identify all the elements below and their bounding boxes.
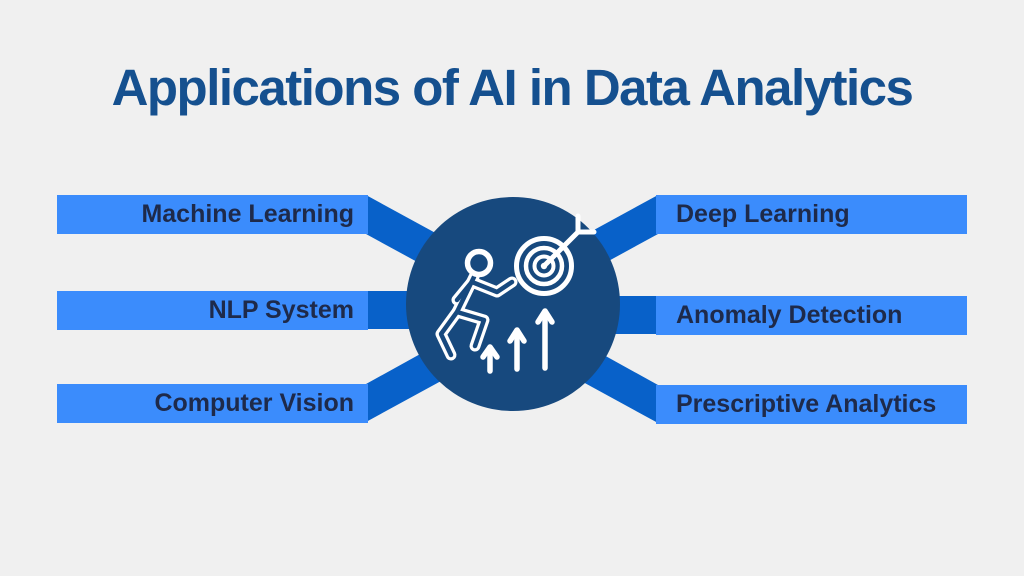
target-icon <box>514 213 597 296</box>
runner-icon <box>435 248 518 361</box>
center-circle <box>406 197 620 411</box>
bar-label: Deep Learning <box>676 200 850 228</box>
bar-machine-learning: Machine Learning <box>57 195 368 234</box>
bar-label: Anomaly Detection <box>676 301 903 329</box>
growth-arrows-icon <box>480 308 555 374</box>
bar-label: Machine Learning <box>141 200 354 228</box>
bar-nlp-system: NLP System <box>57 291 368 330</box>
bar-label: Prescriptive Analytics <box>676 390 937 418</box>
page-title: Applications of AI in Data Analytics <box>111 59 914 116</box>
bar-label: NLP System <box>208 296 354 324</box>
bar-prescriptive-analytics: Prescriptive Analytics <box>656 385 967 424</box>
bar-deep-learning: Deep Learning <box>656 195 967 234</box>
bar-anomaly-detection: Anomaly Detection <box>656 296 967 335</box>
bar-computer-vision: Computer Vision <box>57 384 368 423</box>
bar-label: Computer Vision <box>154 389 354 417</box>
